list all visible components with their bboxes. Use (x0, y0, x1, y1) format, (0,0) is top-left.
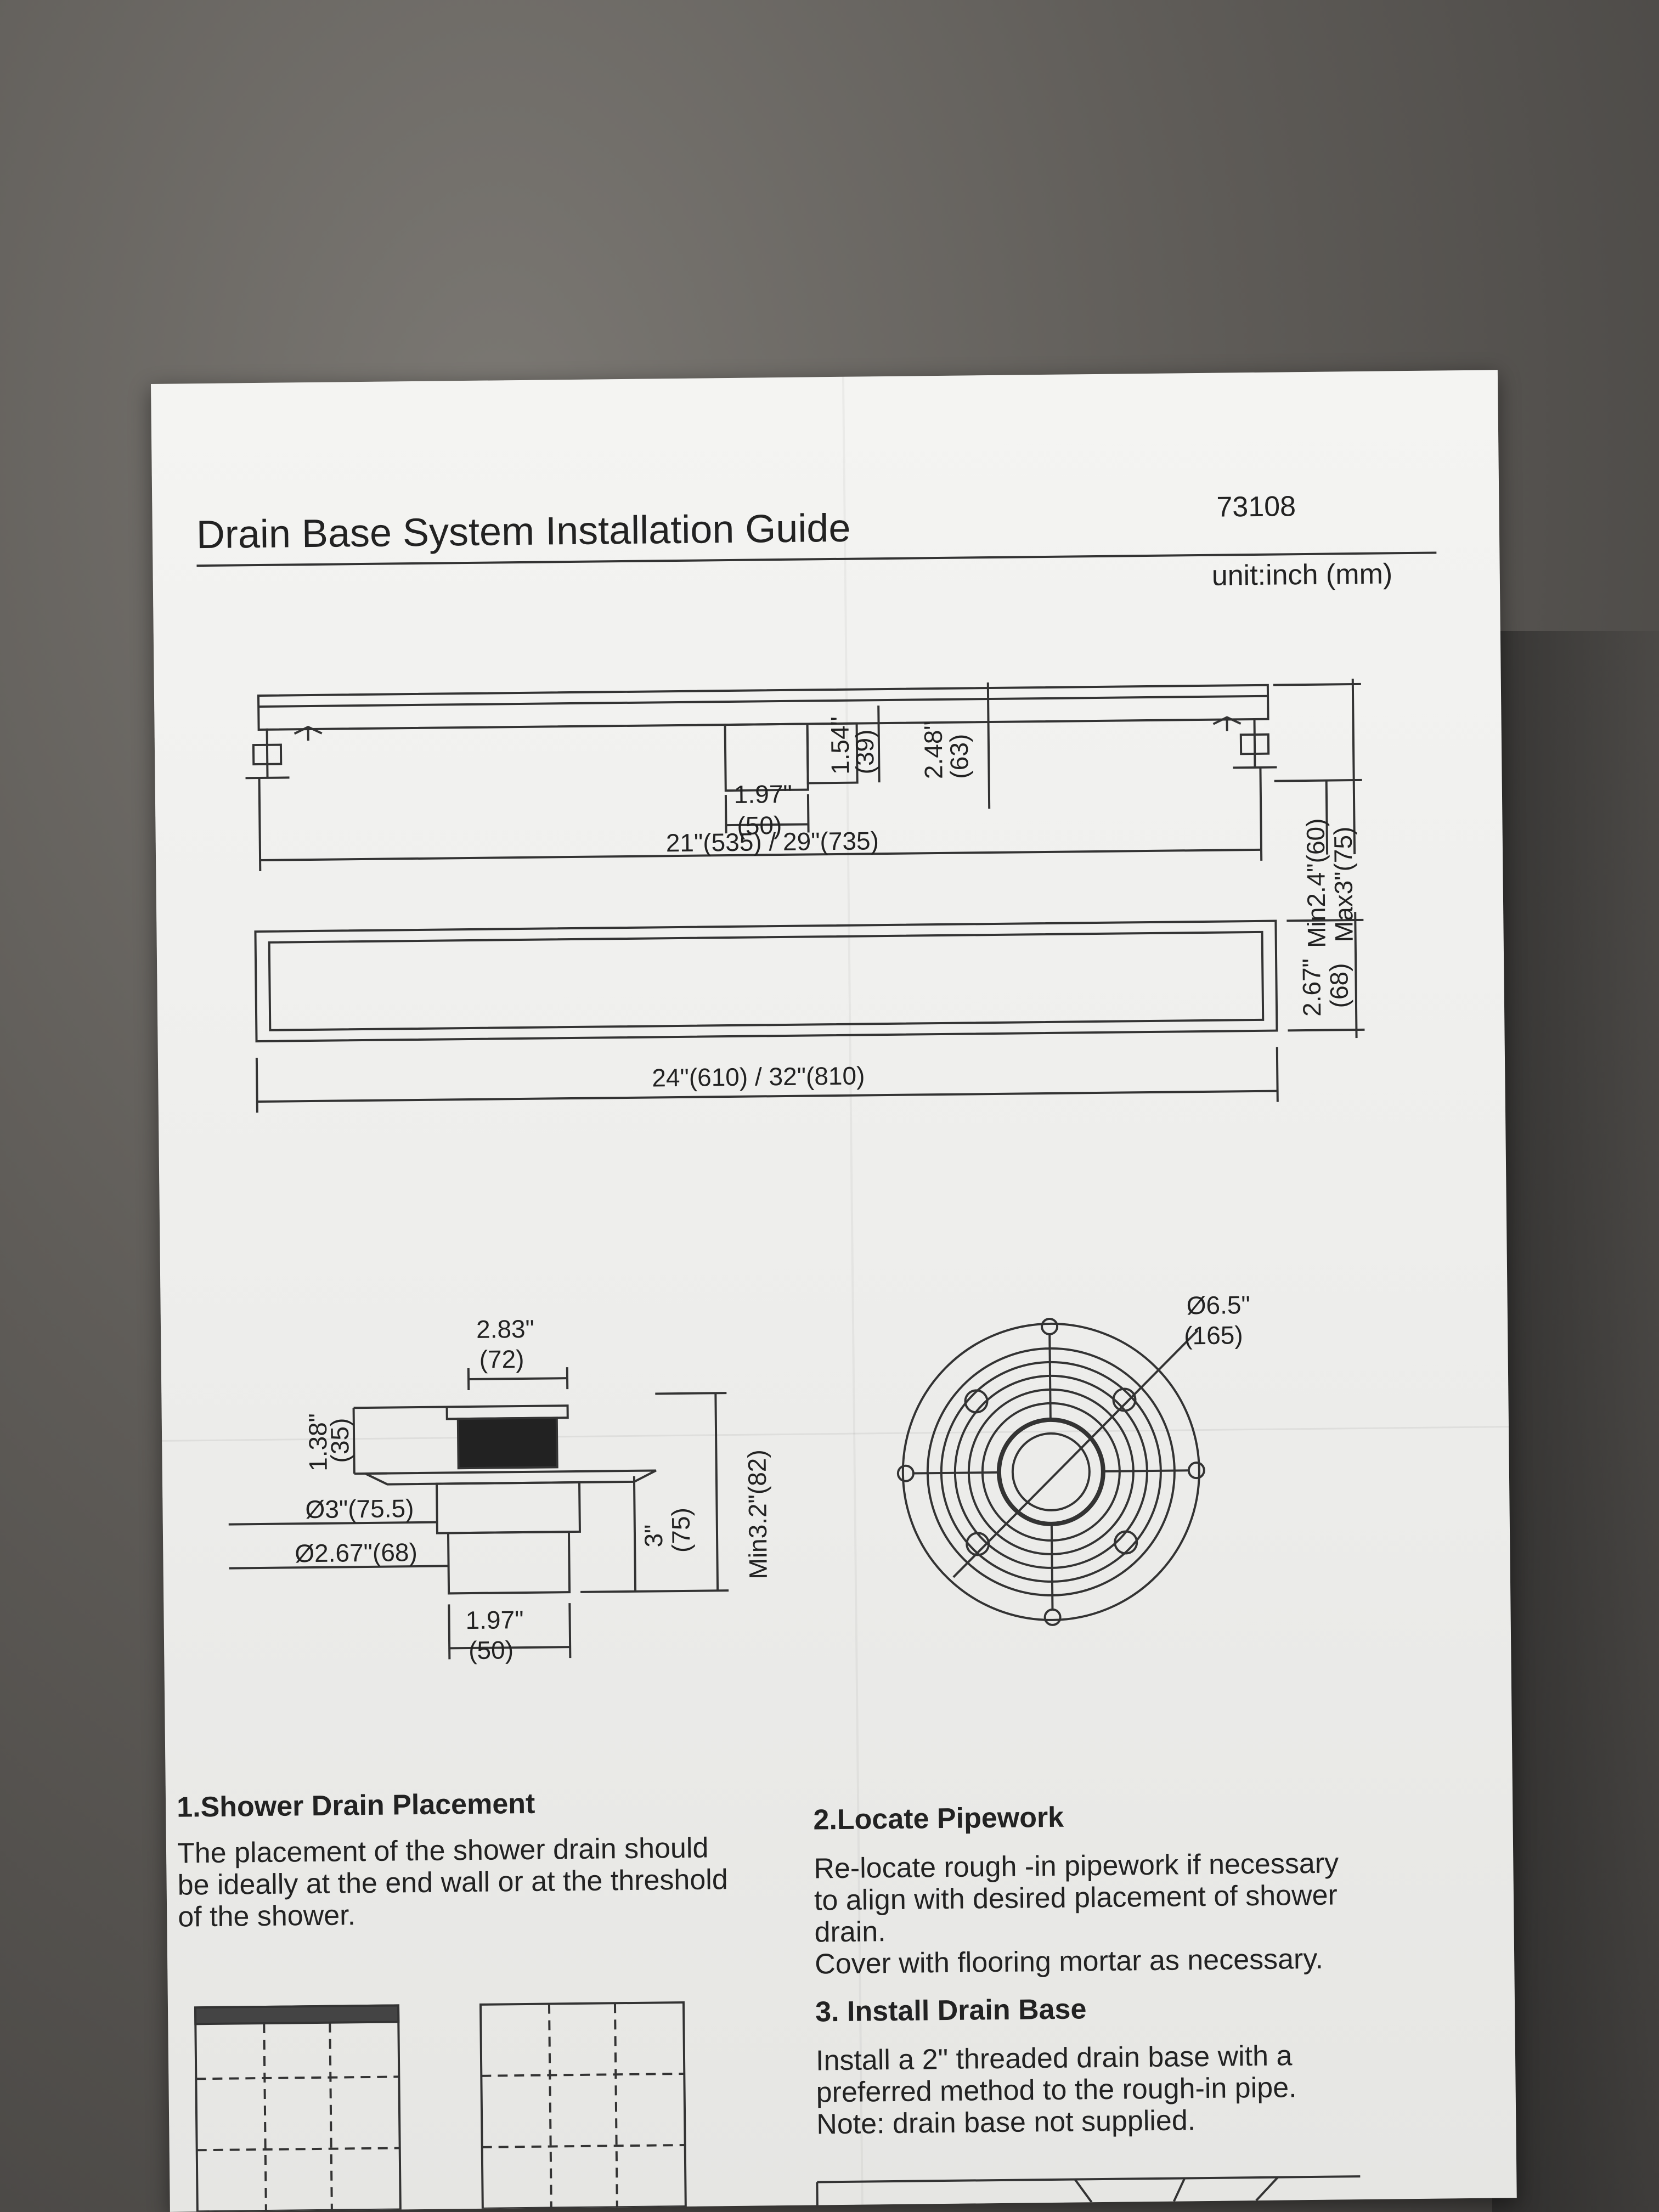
dim-2-48-mm: (63) (945, 734, 974, 779)
side-view-drawing (245, 679, 1362, 871)
dim-height-min: Min2.4"(60) (1301, 818, 1330, 948)
step-3-line-1: Install a 2" threaded drain base with a (815, 2040, 1293, 2077)
step-3-heading: 3. Install Drain Base (815, 1993, 1087, 2028)
dim-outlet-width-mm: (50) (737, 811, 782, 840)
dim-1-54: 1.54" (825, 716, 854, 775)
drain-base-section-drawing (228, 1367, 729, 1660)
dim-min-height: Min3.2"(82) (742, 1449, 772, 1579)
step-1-line-3: of the shower. (177, 1899, 356, 1933)
placement-sketch-1 (194, 2004, 402, 2212)
leveling-foot-left-icon (245, 725, 323, 780)
install-sketch (816, 2175, 1361, 2205)
dim-top-width-mm: (72) (479, 1345, 524, 1374)
step-2-line-3: drain. (814, 1916, 886, 1949)
dim-width-mm: (68) (1324, 963, 1353, 1008)
dim-bottom-width-mm: (50) (469, 1635, 514, 1664)
dim-overall-length-side: 21"(535) / 29"(735) (666, 826, 879, 857)
dim-height-max: Max3"(75) (1329, 826, 1358, 942)
floor-shadow (1492, 631, 1659, 2212)
technical-drawings: 1.54" (39) 2.48" (63) 1.97" (50) 21"(535… (194, 679, 1365, 2212)
dim-body-height-mm: (75) (667, 1508, 696, 1553)
dim-overall-length-top: 24"(610) / 32"(810) (652, 1061, 865, 1092)
dim-2-48: 2.48" (919, 721, 948, 779)
dim-width: 2.67" (1297, 958, 1326, 1017)
dim-diameter-3: Ø3"(75.5) (305, 1494, 414, 1523)
drain-channel-side (257, 684, 1269, 731)
step-1-heading: 1.Shower Drain Placement (176, 1787, 535, 1824)
dim-diameter-2-67: Ø2.67"(68) (295, 1538, 417, 1567)
instruction-sheet: Drain Base System Installation Guide 731… (151, 370, 1517, 2212)
step-1-line-2: be ideally at the end wall or at the thr… (177, 1864, 729, 1901)
step-1-line-1: The placement of the shower drain should (177, 1832, 709, 1870)
dim-round-diameter: Ø6.5" (1186, 1290, 1250, 1319)
step-2-heading: 2.Locate Pipework (813, 1801, 1064, 1836)
dim-1-54-mm: (39) (850, 729, 879, 774)
drain-base-round-drawing (896, 1317, 1205, 1626)
step-3-line-3: Note: drain base not supplied. (816, 2104, 1196, 2141)
dim-top-width: 2.83" (476, 1314, 534, 1344)
top-view-drawing (254, 912, 1365, 1113)
step-2-line-1: Re-locate rough -in pipework if necessar… (814, 1847, 1339, 1885)
drain-channel-top (254, 919, 1278, 1043)
dim-bottom-width: 1.97" (465, 1605, 523, 1634)
dim-flange-height-mm: (35) (325, 1418, 354, 1463)
step-2-line-4: Cover with flooring mortar as necessary. (814, 1943, 1324, 1980)
dim-flange-height: 1.38" (303, 1413, 332, 1471)
step-3-line-2: preferred method to the rough-in pipe. (816, 2072, 1297, 2109)
dim-outlet-width: 1.97" (734, 780, 792, 809)
step-2-line-2: to align with desired placement of showe… (814, 1879, 1338, 1917)
dim-round-diameter-mm: (165) (1184, 1321, 1243, 1350)
placement-sketch-2 (479, 2001, 687, 2210)
dim-body-height: 3" (639, 1524, 668, 1547)
leveling-foot-right-icon (1212, 716, 1277, 769)
